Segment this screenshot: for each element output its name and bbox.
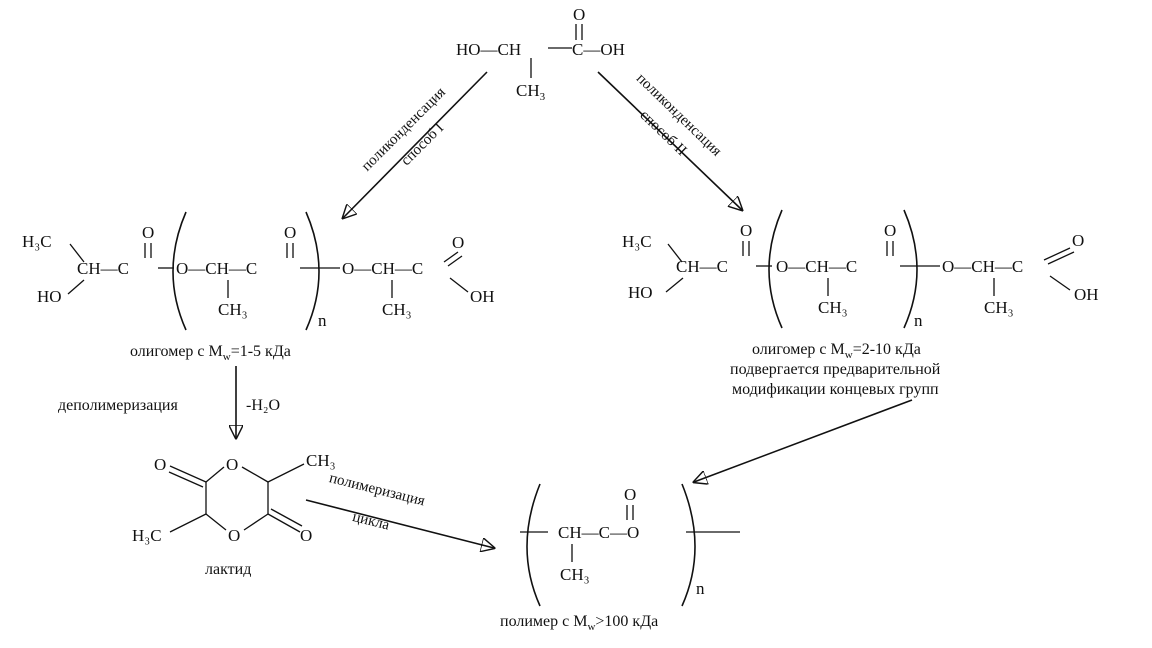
arrow-to-polymer — [694, 399, 913, 482]
left-ch3-b: CH₃ — [382, 300, 412, 319]
polymer-o: O — [624, 485, 636, 504]
right-n: n — [914, 311, 923, 330]
lactide: O O O O CH₃ H₃C лактид — [132, 451, 336, 578]
depoly-label: деполимеризация — [58, 397, 178, 414]
right-caption-1: олигомер с Mw=2-10 кДа — [752, 341, 921, 361]
arrow-method-2 — [597, 71, 742, 210]
acid-carbonyl-o: O — [573, 5, 585, 24]
right-ho: HO — [628, 283, 653, 302]
right-caption-2: подвергается предварительной — [730, 361, 941, 378]
right-ch3-b: CH₃ — [984, 298, 1014, 317]
lactide-o-left: O — [154, 455, 166, 474]
polymer-caption: полимер с Mw>100 кДа — [500, 613, 658, 633]
left-h3c: H₃C — [22, 232, 52, 251]
right-oh: OH — [1074, 285, 1099, 304]
left-o-2: O — [284, 223, 296, 242]
right-ch3-a: CH₃ — [818, 298, 848, 317]
left-o-3: O — [452, 233, 464, 252]
lactide-ring-o-bot: O — [228, 526, 240, 545]
left-n: n — [318, 311, 327, 330]
acid-ho-ch: HO—CH — [456, 40, 521, 59]
acid-ch3: CH3 — [516, 81, 546, 103]
lactide-ring-o-top: O — [226, 455, 238, 474]
right-oligomer: H₃C CH—C HO O O—CH—C O CH₃ n O—CH—C O OH… — [622, 209, 1099, 398]
lactide-o-right: O — [300, 526, 312, 545]
arrow-ring-opening — [305, 499, 494, 548]
arrow-method-1 — [343, 71, 488, 218]
left-o-1: O — [142, 223, 154, 242]
lactide-name: лактид — [205, 561, 251, 578]
ring-open-label-1: полимеризация — [327, 470, 426, 509]
polylactide: CH—C—O O CH₃ n полимер с Mw>100 кДа — [500, 483, 740, 633]
right-ch-c: CH—C — [676, 257, 728, 276]
right-caption-3: модификации концевых групп — [732, 381, 939, 398]
left-ch3-a: CH₃ — [218, 300, 248, 319]
depoly-water: -H₂O — [246, 397, 280, 414]
polymer-ch3: CH₃ — [560, 565, 590, 584]
acid-cooh: C—OH — [572, 40, 625, 59]
left-ho: HO — [37, 287, 62, 306]
right-o-1: O — [740, 221, 752, 240]
left-oh: OH — [470, 287, 495, 306]
polymer-n: n — [696, 579, 705, 598]
left-repeat: O—CH—C — [176, 259, 257, 278]
left-oligomer: H₃C CH—C HO O O—CH—C O CH₃ n O—CH—C O OH… — [22, 211, 495, 363]
polymer-chain: CH—C—O — [558, 523, 639, 542]
left-tail: O—CH—C — [342, 259, 423, 278]
right-h3c: H₃C — [622, 232, 652, 251]
lactide-ch3: CH₃ — [306, 451, 336, 470]
left-ch-c: CH—C — [77, 259, 129, 278]
right-o-3: O — [1072, 231, 1084, 250]
lactic-acid: HO—CH C—OH O CH3 — [456, 5, 625, 103]
right-repeat: O—CH—C — [776, 257, 857, 276]
right-o-2: O — [884, 221, 896, 240]
lactide-h3c: H₃C — [132, 526, 162, 545]
left-caption: олигомер с Mw=1-5 кДа — [130, 343, 291, 363]
ring-open-label-2: цикла — [351, 509, 392, 534]
right-tail: O—CH—C — [942, 257, 1023, 276]
